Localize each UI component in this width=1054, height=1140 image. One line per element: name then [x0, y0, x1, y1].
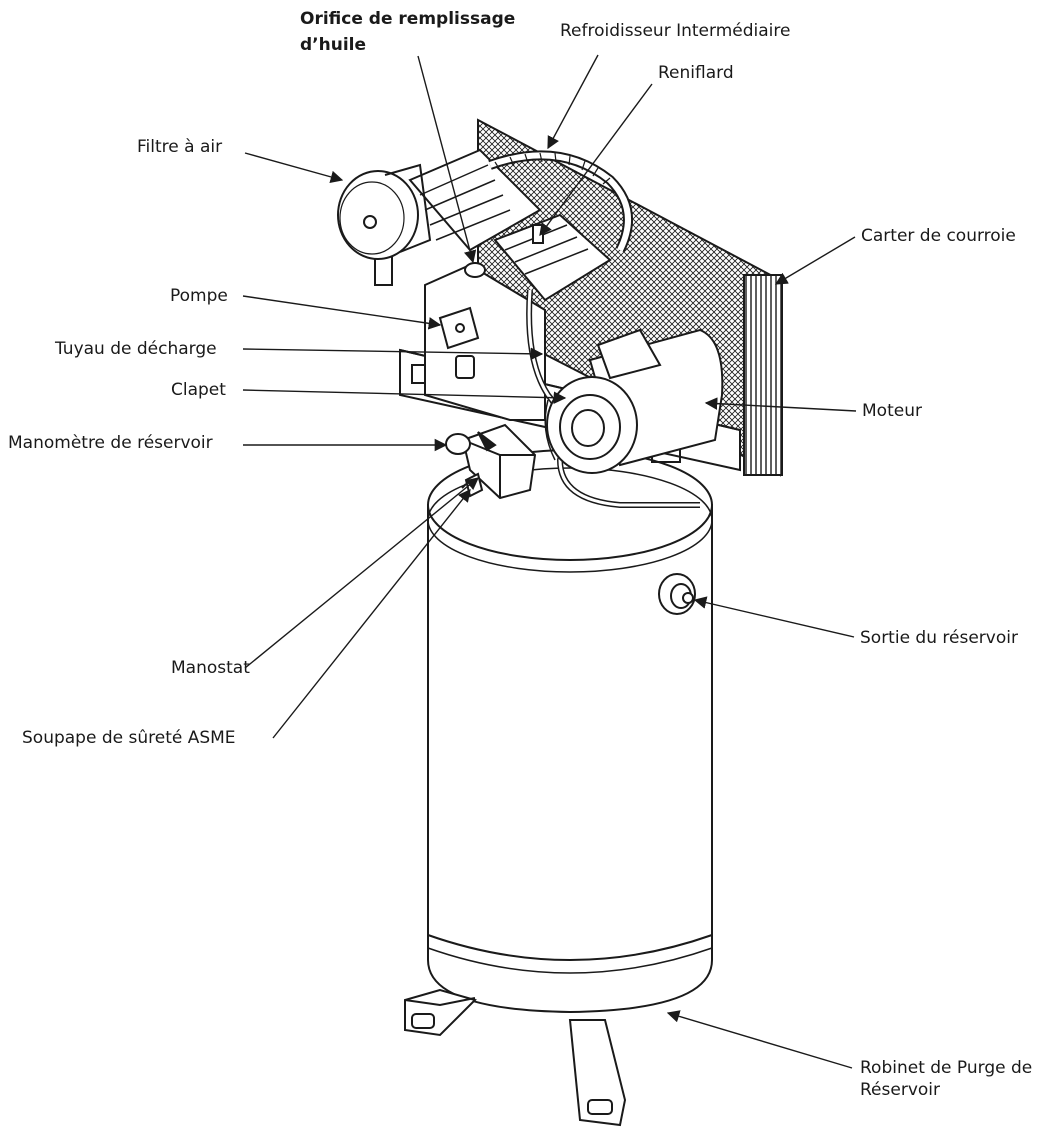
leader-motor	[704, 397, 857, 412]
motor	[544, 328, 724, 474]
label-safety-valve: Soupape de sûreté ASME	[22, 728, 236, 748]
leader-drain	[666, 1010, 853, 1069]
leader-belt-guard	[774, 236, 856, 285]
label-discharge-tube: Tuyau de décharge	[55, 339, 217, 359]
leader-air-filter	[244, 152, 344, 184]
label-tank-gauge: Manomètre de réservoir	[8, 433, 213, 453]
label-breather: Reniflard	[658, 63, 734, 83]
label-drain-line2: Réservoir	[860, 1080, 940, 1100]
label-motor: Moteur	[862, 401, 922, 421]
tank	[427, 449, 713, 1014]
label-oil-fill-line1: Orifice de remplissage	[300, 9, 516, 29]
label-drain-line1: Robinet de Purge de	[860, 1058, 1033, 1078]
label-check-valve: Clapet	[171, 380, 226, 400]
pump	[408, 148, 612, 421]
leader-safety-valve	[272, 489, 471, 739]
leader-pump	[242, 295, 442, 330]
pressure-switch	[461, 423, 537, 500]
label-pressure-switch: Manostat	[171, 658, 250, 678]
label-air-filter: Filtre à air	[137, 137, 223, 157]
leader-tank-outlet	[693, 596, 855, 638]
label-belt-guard: Carter de courroie	[861, 226, 1016, 246]
tank-outlet-fitting	[658, 573, 696, 615]
label-tank-outlet: Sortie du réservoir	[860, 628, 1018, 648]
leader-pressure-switch	[244, 477, 479, 669]
label-pump: Pompe	[170, 286, 228, 306]
leader-oil-fill	[417, 55, 477, 264]
leader-lines	[242, 54, 857, 1069]
leader-intercooler	[547, 54, 599, 150]
tank-gauge	[445, 433, 471, 455]
intercooler-tube	[488, 150, 633, 253]
label-intercooler: Refroidisseur Intermédiaire	[560, 21, 791, 41]
tank-legs	[404, 988, 627, 1127]
label-oil-fill-line2: d’huile	[300, 35, 367, 55]
leader-breather	[539, 83, 653, 237]
air-filter	[337, 163, 432, 286]
leader-check-valve	[242, 389, 567, 405]
leader-discharge	[242, 347, 544, 361]
